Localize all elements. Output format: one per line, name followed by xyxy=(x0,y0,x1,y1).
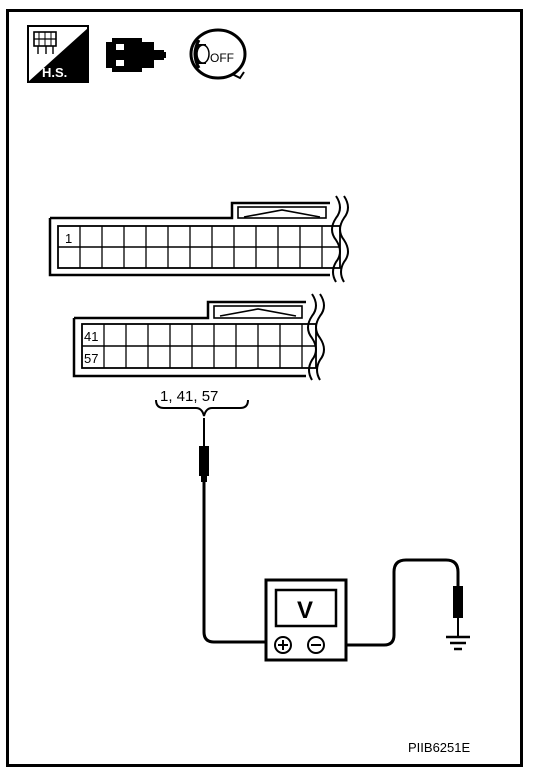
probe-pin-label: 1, 41, 57 xyxy=(160,388,218,405)
connector-lower xyxy=(72,293,325,381)
harness-switch-icon: H.S. xyxy=(27,25,89,83)
voltmeter-unit-label: V xyxy=(297,597,313,624)
connector-disconnect-icon xyxy=(106,38,166,72)
ignition-off-key-icon: OFF xyxy=(189,28,247,80)
voltmeter: V xyxy=(264,578,348,662)
ground-symbol-icon xyxy=(446,635,470,651)
connector-upper xyxy=(48,195,349,283)
lower-pin-label-41: 41 xyxy=(84,329,98,344)
voltmeter-display xyxy=(274,588,338,628)
figure-frame xyxy=(6,9,523,767)
figure-code: PIIB6251E xyxy=(408,740,470,755)
hs-label: H.S. xyxy=(42,65,67,80)
probe-brace xyxy=(155,399,249,417)
lower-pin-label-57: 57 xyxy=(84,351,98,366)
off-label: OFF xyxy=(210,51,234,65)
ground-probe xyxy=(453,586,463,636)
upper-pin-label: 1 xyxy=(65,231,72,246)
negative-lead-wire xyxy=(316,558,460,647)
positive-test-probe xyxy=(199,418,209,482)
positive-lead-wire xyxy=(202,482,280,644)
